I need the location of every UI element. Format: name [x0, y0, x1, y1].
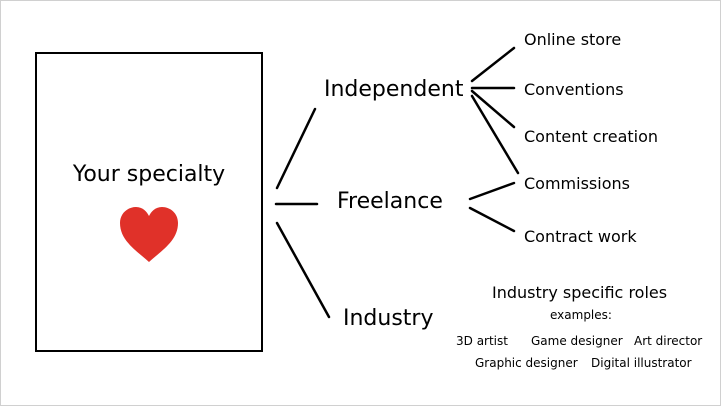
role-game-designer: Game designer	[531, 334, 623, 348]
leaf-online-store: Online store	[524, 30, 622, 49]
leaf-contract-work: Contract work	[524, 227, 637, 246]
industry-roles-subtitle: examples:	[550, 308, 612, 322]
leaf-content-creation: Content creation	[524, 127, 659, 146]
line-commissions	[468, 181, 516, 201]
specialty-label: Your specialty	[72, 162, 226, 187]
line-online-store	[470, 46, 516, 83]
industry-roles-title: Industry specific roles	[492, 283, 668, 302]
branch-freelance: Freelance	[337, 189, 443, 214]
line-content-creation	[470, 89, 516, 129]
line-to-independent	[275, 107, 317, 190]
line-contract-work	[468, 206, 516, 233]
heart-icon	[120, 207, 178, 262]
role-digital-illustrator: Digital illustrator	[591, 356, 692, 370]
role-art-director: Art director	[634, 334, 703, 348]
role-3d-artist: 3D artist	[456, 334, 508, 348]
branch-independent: Independent	[324, 77, 464, 102]
leaf-commissions: Commissions	[524, 174, 630, 193]
line-commissions-from-independent	[470, 94, 520, 175]
specialty-box: Your specialty	[35, 52, 263, 352]
leaf-conventions: Conventions	[524, 80, 624, 99]
role-graphic-designer: Graphic designer	[475, 356, 578, 370]
heart-shape	[120, 207, 178, 262]
line-to-industry	[275, 221, 331, 319]
branch-industry: Industry	[343, 306, 434, 331]
